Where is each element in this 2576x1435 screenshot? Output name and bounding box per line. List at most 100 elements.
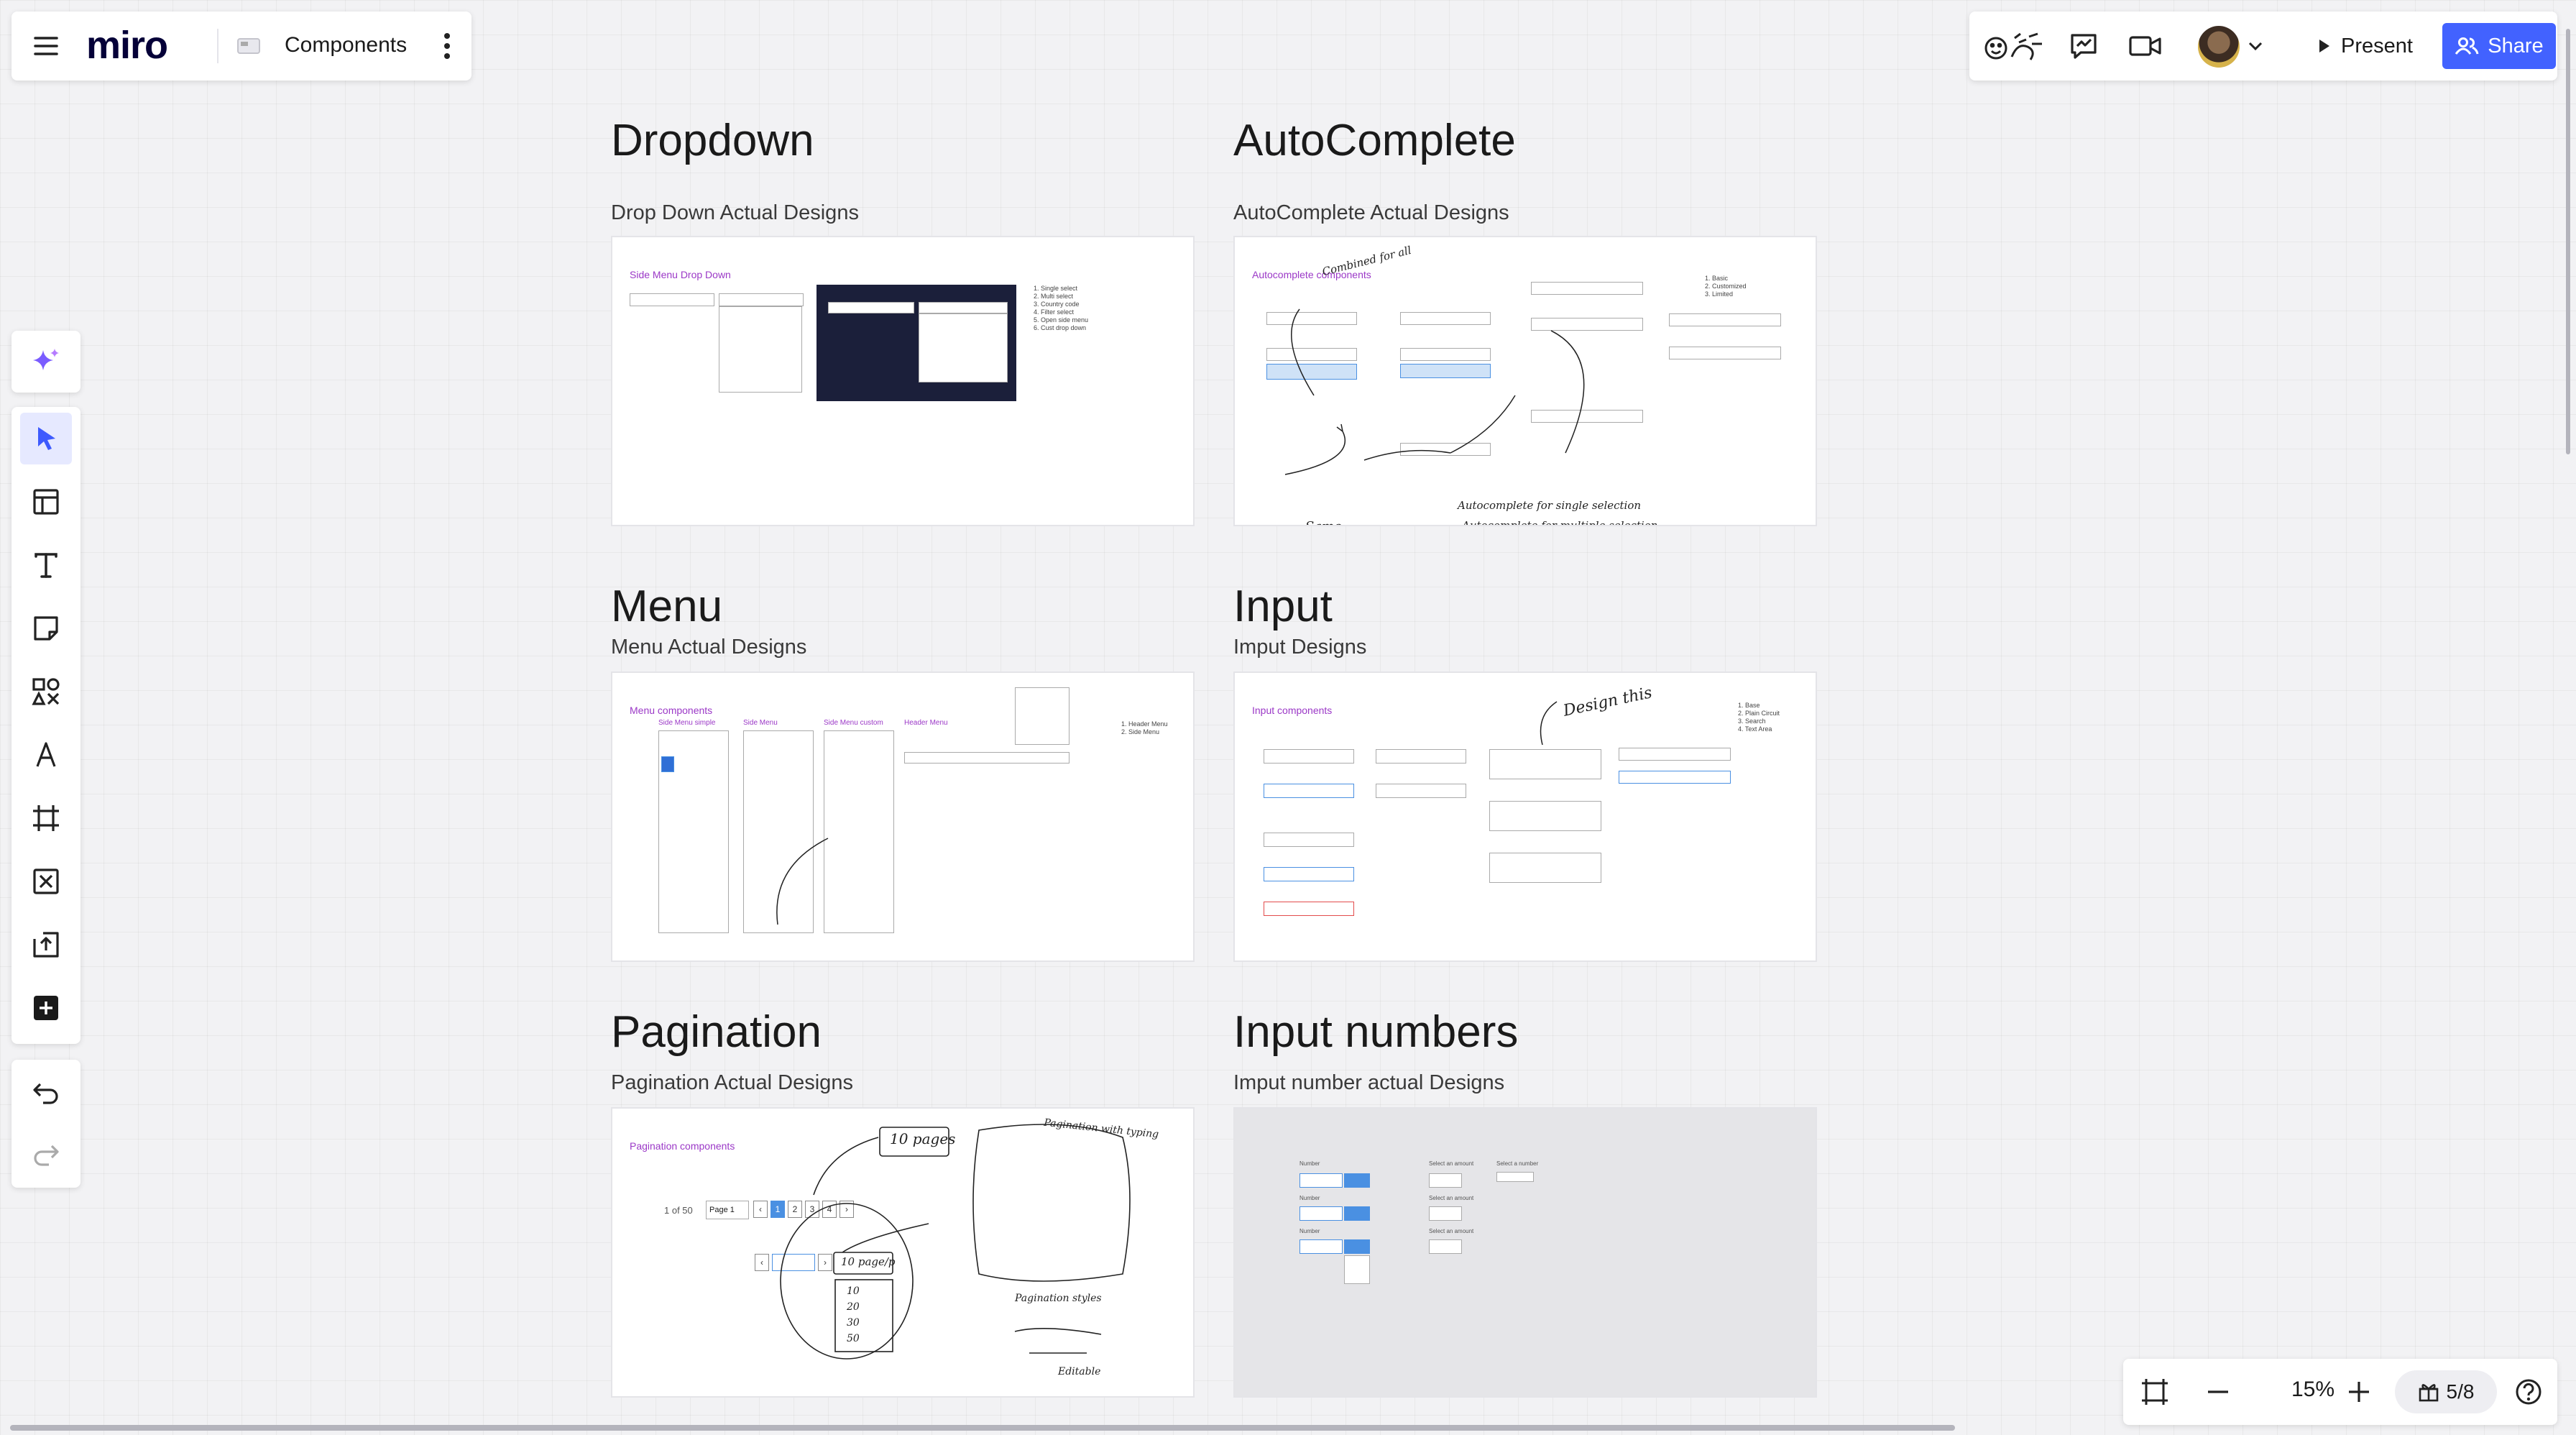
menu-frame[interactable]: Menu components Side Menu simple Side Me… <box>611 671 1195 962</box>
menu-title[interactable]: Menu <box>611 582 723 631</box>
board-name[interactable]: Components <box>285 33 408 57</box>
frame-heading: Menu components <box>630 705 713 716</box>
input-error-field <box>1264 902 1354 916</box>
ai-assist-button[interactable] <box>20 336 72 388</box>
zoom-level[interactable]: 15% <box>2291 1377 2335 1401</box>
divider <box>217 29 218 63</box>
page-button: 2 <box>788 1201 802 1218</box>
zoom-in-button[interactable] <box>2336 1370 2382 1413</box>
menu-types-list: 1. Header Menu 2. Side Menu <box>1121 720 1168 735</box>
input-field <box>1376 749 1466 764</box>
pagination-frame[interactable]: Pagination components 1 of 50 Page 1 ‹ 1… <box>611 1107 1195 1398</box>
handwritten-note: Editable <box>1058 1366 1101 1377</box>
pagination-subtitle[interactable]: Pagination Actual Designs <box>611 1071 853 1094</box>
handwritten-note: Pagination with typing <box>1043 1117 1159 1141</box>
pagination-range: 1 of 50 <box>664 1205 693 1216</box>
text-icon <box>34 553 58 578</box>
number-label: Number <box>1300 1195 1320 1201</box>
number-input <box>1300 1206 1343 1221</box>
handwritten-note: 10 pages <box>890 1130 956 1147</box>
undo-button[interactable] <box>20 1067 72 1119</box>
page-select: Page 1 <box>706 1201 749 1219</box>
video-call-button[interactable] <box>2123 24 2168 68</box>
input-numbers-frame[interactable]: Number Number Number Select an amount Se… <box>1233 1107 1817 1398</box>
menu-subtitle[interactable]: Menu Actual Designs <box>611 636 807 659</box>
autocomplete-field <box>1531 410 1643 423</box>
autocomplete-title[interactable]: AutoComplete <box>1233 116 1516 165</box>
board-more-button[interactable] <box>426 24 469 68</box>
help-icon <box>2516 1379 2542 1405</box>
chevron-down-icon[interactable] <box>2242 32 2268 60</box>
autocomplete-field <box>1669 347 1781 359</box>
horizontal-scrollbar[interactable] <box>10 1425 1955 1431</box>
more-apps-button[interactable] <box>20 982 72 1034</box>
layout-icon <box>33 489 59 515</box>
autocomplete-field <box>1400 443 1491 456</box>
stepper-input <box>1429 1173 1462 1188</box>
input-field <box>1264 867 1354 881</box>
input-field <box>1376 784 1466 798</box>
redo-icon <box>34 1145 59 1166</box>
text-tool[interactable] <box>20 539 72 591</box>
zoom-out-button[interactable] <box>2195 1370 2241 1413</box>
creation-toolbar <box>12 407 80 1044</box>
number-label: Select an amount <box>1429 1160 1474 1167</box>
number-input <box>1300 1173 1343 1188</box>
share-button[interactable]: Share <box>2442 23 2556 69</box>
help-button[interactable] <box>2507 1370 2550 1413</box>
handwritten-row: 30 <box>847 1317 860 1329</box>
autocomplete-subtitle[interactable]: AutoComplete Actual Designs <box>1233 201 1509 224</box>
dropdown-list <box>719 306 802 393</box>
textarea-field <box>1489 853 1601 883</box>
pen-icon <box>36 742 56 767</box>
unit-options <box>1344 1255 1370 1284</box>
shapes-tool[interactable] <box>20 666 72 718</box>
prev-page-button: ‹ <box>753 1201 768 1218</box>
select-tool[interactable] <box>20 413 72 464</box>
dropdown-title[interactable]: Dropdown <box>611 116 814 165</box>
page-input <box>772 1254 815 1271</box>
templates-tool[interactable] <box>20 476 72 528</box>
upload-tool[interactable] <box>20 919 72 971</box>
autocomplete-field <box>1400 348 1491 361</box>
autocomplete-field <box>1266 312 1357 325</box>
cursor-icon <box>38 427 55 450</box>
embed-tool[interactable] <box>20 856 72 907</box>
pagination-title[interactable]: Pagination <box>611 1007 822 1057</box>
handwritten-note: Pagination styles <box>1015 1293 1102 1304</box>
comments-button[interactable] <box>2061 24 2106 68</box>
number-label: Select an amount <box>1429 1195 1474 1201</box>
redo-button[interactable] <box>20 1129 72 1180</box>
input-numbers-title[interactable]: Input numbers <box>1233 1007 1519 1057</box>
page-button: 1 <box>770 1201 785 1218</box>
autocomplete-field <box>1669 313 1781 326</box>
dropdown-options <box>919 313 1008 382</box>
main-menu-button[interactable] <box>24 24 68 68</box>
users-icon <box>2455 37 2479 55</box>
board-pages-button[interactable]: 5/8 <box>2395 1370 2497 1413</box>
vertical-scrollbar[interactable] <box>2566 29 2570 454</box>
dropdown-frame[interactable]: Side Menu Drop Down 1. Single select 2. … <box>611 236 1195 526</box>
textarea-field <box>1489 801 1601 831</box>
number-unit <box>1344 1239 1370 1254</box>
miro-logo[interactable]: miro <box>86 24 168 67</box>
user-avatar[interactable] <box>2198 26 2240 68</box>
present-button[interactable]: Present <box>2297 24 2434 68</box>
autocomplete-frame[interactable]: Autocomplete components 1. Basic 2. Cust… <box>1233 236 1817 526</box>
dropdown-types-list: 1. Single select 2. Multi select 3. Coun… <box>1034 285 1089 331</box>
autocomplete-field <box>1531 318 1643 331</box>
pen-tool[interactable] <box>20 729 72 781</box>
input-numbers-subtitle[interactable]: Imput number actual Designs <box>1233 1071 1505 1094</box>
dropdown-field <box>630 293 714 306</box>
frame-tool[interactable] <box>20 792 72 844</box>
reactions-button[interactable] <box>1981 24 2050 68</box>
dropdown-subtitle[interactable]: Drop Down Actual Designs <box>611 201 859 224</box>
autocomplete-field <box>1266 348 1357 361</box>
input-frame[interactable]: Input components 1. Base 2. Plain Circui… <box>1233 671 1817 962</box>
input-subtitle[interactable]: Imput Designs <box>1233 636 1367 659</box>
fit-to-screen-button[interactable] <box>2132 1370 2178 1413</box>
sticky-note-tool[interactable] <box>20 602 72 654</box>
input-title[interactable]: Input <box>1233 582 1333 631</box>
side-menu-mock <box>658 730 729 933</box>
frame-heading: Autocomplete components <box>1252 269 1371 280</box>
